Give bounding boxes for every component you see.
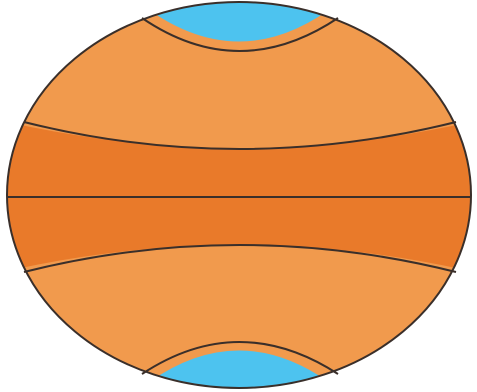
climate-zone-globe-diagram: [0, 0, 477, 392]
